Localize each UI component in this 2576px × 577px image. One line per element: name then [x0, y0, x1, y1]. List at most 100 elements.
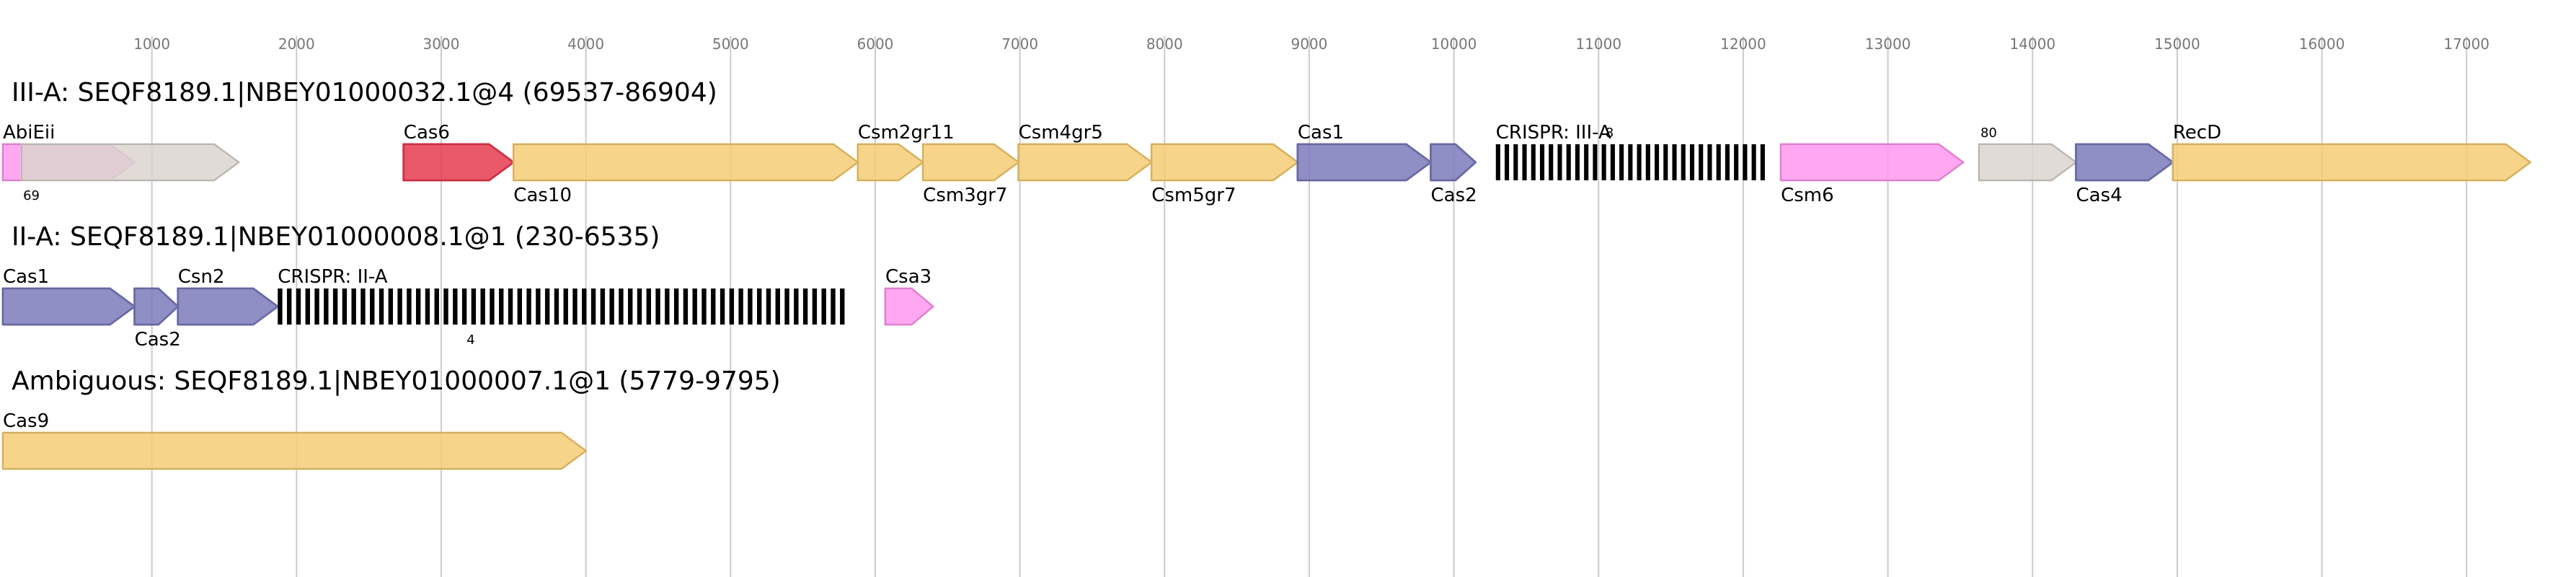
crispr-repeat	[342, 288, 348, 325]
tick-label: 3000	[423, 35, 460, 53]
tick-label: 16000	[2299, 35, 2345, 53]
tick-label: 8000	[1146, 35, 1183, 53]
crispr-repeat	[1584, 144, 1589, 180]
gene-label: Csn2	[178, 266, 225, 288]
crispr-repeat	[397, 288, 402, 325]
crispr-repeat	[1751, 144, 1756, 180]
gene-arrow-outline	[1780, 144, 1965, 181]
crispr-repeat	[480, 288, 485, 325]
crispr-repeat	[314, 288, 319, 325]
crispr-repeat	[1654, 144, 1660, 180]
crispr-repeat	[278, 288, 283, 325]
crispr-repeat	[1628, 144, 1633, 180]
gene-label: AbiEii	[3, 122, 55, 144]
gene-arrow	[2074, 143, 2174, 182]
crispr-repeat	[415, 288, 421, 325]
locus: II-A: SEQF8189.1|NBEY01000008.1@1 (230-6…	[1, 222, 934, 351]
gene-arrow-outline	[2075, 144, 2174, 181]
gene-arrow	[857, 143, 924, 182]
crispr-repeat	[324, 288, 329, 325]
crispr-repeat	[499, 288, 504, 325]
crispr-repeat	[821, 288, 826, 325]
crispr-note: 4	[466, 332, 474, 348]
loci-tracks: III-A: SEQF8189.1|NBEY01000032.1@4 (6953…	[1, 78, 2532, 470]
tick-label: 6000	[857, 35, 894, 53]
gene-label: Csm2gr11	[858, 122, 955, 144]
crispr-repeat	[1699, 144, 1704, 180]
crispr-repeat	[287, 288, 292, 325]
crispr-repeat	[609, 288, 614, 325]
gene-arrow-outline	[857, 144, 924, 181]
crispr-repeat	[692, 288, 697, 325]
gene-label: Csm5gr7	[1151, 185, 1236, 206]
crispr-repeat	[748, 288, 753, 325]
crispr-repeat	[738, 288, 743, 325]
gene-note: 69	[23, 188, 40, 203]
tick-label: 12000	[1720, 35, 1766, 53]
crispr-repeat	[1522, 144, 1527, 180]
locus-title: III-A: SEQF8189.1|NBEY01000032.1@4 (6953…	[12, 78, 717, 107]
crispr-repeat	[544, 288, 550, 325]
crispr-repeat	[646, 288, 651, 325]
gene-note: 80	[1980, 125, 1997, 141]
crispr-repeat	[729, 288, 735, 325]
crispr-repeat	[490, 288, 495, 325]
gene-arrow	[1, 287, 136, 326]
gene-label: Cas2	[135, 329, 181, 351]
crispr-repeat	[1557, 144, 1562, 180]
crispr-repeat	[1495, 144, 1500, 180]
crispr-repeat	[582, 288, 587, 325]
crispr-repeat	[1539, 144, 1545, 180]
gene-arrow	[921, 143, 1020, 182]
crispr-repeat	[1566, 144, 1571, 180]
gene-arrow-outline	[513, 144, 859, 181]
crispr-repeat	[831, 288, 836, 325]
crispr-repeat	[655, 288, 660, 325]
gene-arrow-outline	[1296, 144, 1433, 181]
gene-arrow	[177, 287, 279, 326]
gene-label: Csa3	[885, 266, 931, 288]
crispr-repeat	[425, 288, 430, 325]
locus-title: Ambiguous: SEQF8189.1|NBEY01000007.1@1 (…	[12, 366, 781, 396]
gene-label: Cas2	[1430, 185, 1477, 206]
crispr-repeat	[794, 288, 799, 325]
crispr-repeat	[1531, 144, 1536, 180]
crispr-repeat	[766, 288, 771, 325]
locus-title: II-A: SEQF8189.1|NBEY01000008.1@1 (230-6…	[12, 222, 660, 252]
crispr-repeat	[351, 288, 356, 325]
gene-arrow	[1296, 143, 1432, 182]
gene-arrow-outline	[133, 288, 180, 325]
crispr-repeat	[1672, 144, 1677, 180]
crispr-repeat	[1689, 144, 1695, 180]
locus: III-A: SEQF8189.1|NBEY01000032.1@4 (6953…	[1, 78, 2532, 206]
crispr-repeat	[572, 288, 577, 325]
gene-label: Cas9	[3, 410, 49, 432]
gene-label: Csm6	[1781, 185, 1834, 206]
crispr-repeat	[1549, 144, 1554, 180]
gene-arrow-outline	[922, 144, 1020, 181]
gene-label: Cas10	[513, 185, 572, 206]
crispr-repeat	[720, 288, 725, 325]
crispr-repeat	[701, 288, 707, 325]
tick-label: 5000	[712, 35, 749, 53]
crispr-repeat	[517, 288, 523, 325]
crispr-repeat	[637, 288, 642, 325]
crispr-repeat	[1637, 144, 1642, 180]
gene-arrow	[884, 287, 934, 326]
gene-arrow-outline	[885, 288, 934, 325]
crispr-repeat	[757, 288, 762, 325]
crispr-repeat	[563, 288, 568, 325]
crispr-repeat	[1593, 144, 1598, 180]
crispr-repeat	[840, 288, 845, 325]
gene-arrow	[2172, 143, 2532, 182]
crispr-repeat	[1513, 144, 1518, 180]
gene-arrow	[1, 431, 588, 470]
gene-label: Cas4	[2076, 185, 2122, 206]
crispr-repeat	[683, 288, 689, 325]
crispr-repeat	[711, 288, 716, 325]
crispr-repeat	[526, 288, 531, 325]
gene-arrow-outline	[1017, 144, 1153, 181]
tick-label: 17000	[2443, 35, 2489, 53]
gene-arrow-outline	[177, 288, 279, 325]
